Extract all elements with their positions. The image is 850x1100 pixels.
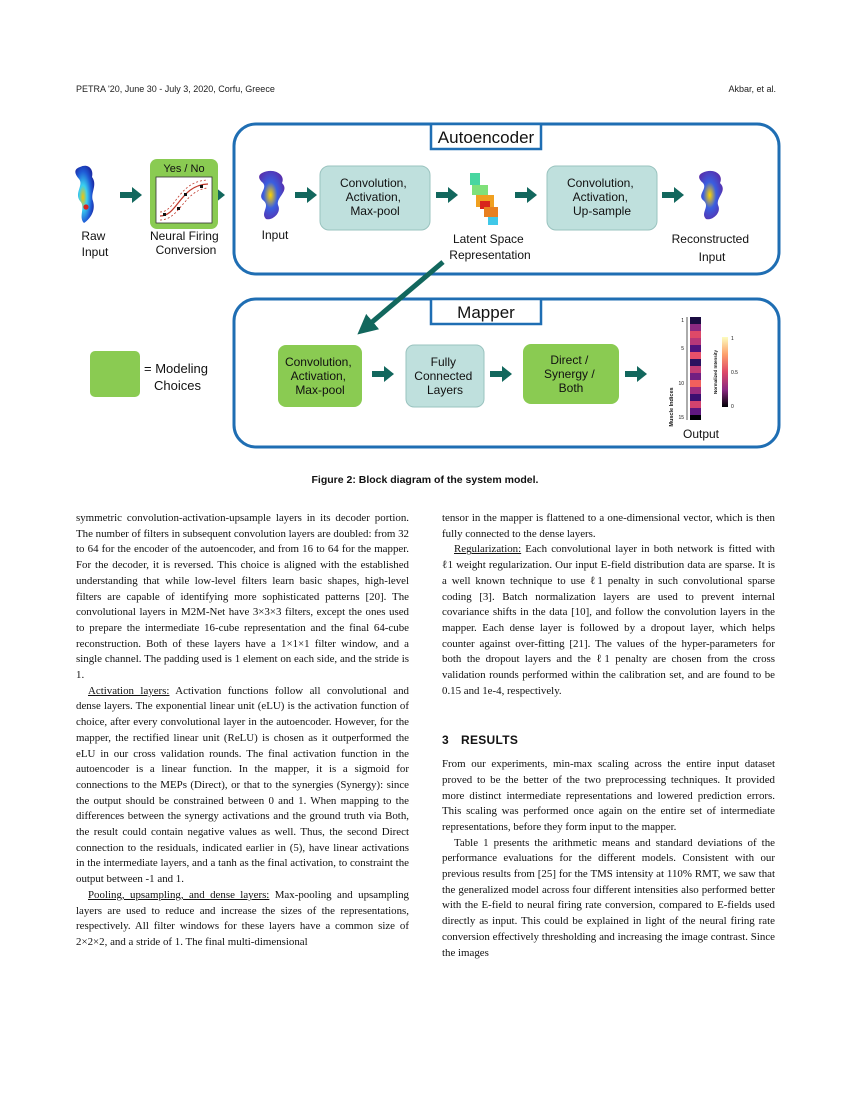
section-title: RESULTS — [460, 733, 519, 748]
colorbar — [722, 337, 728, 407]
pooling-text: Max-pooling and upsampling layers are us… — [76, 888, 409, 948]
colorbar-tick-0: 0 — [731, 404, 734, 410]
regularization-heading: Regularization: — [454, 543, 522, 556]
mapper-title: Mapper — [457, 303, 515, 322]
conversion-line2: Conversion — [156, 243, 217, 257]
arrow-input-to-encoder — [295, 187, 317, 203]
results-paragraph-1: From our experiments, min-max scaling ac… — [442, 758, 775, 833]
arrows-mapper — [372, 366, 647, 382]
arrow-raw-to-conversion — [120, 187, 142, 203]
reconstructed-label: Reconstructed Input — [672, 232, 753, 264]
activation-text: Activation functions follow all convolut… — [76, 684, 409, 886]
heatmap-tick-1: 1 — [681, 318, 684, 324]
decoder-label: Convolution, Activation, Up-sample — [567, 176, 637, 218]
arrow-encoder-to-latent — [436, 187, 458, 203]
mapper-conv-line1: Convolution, — [285, 355, 352, 369]
fully-connected-line1: Fully — [431, 355, 456, 369]
arrow-direct-to-output — [625, 366, 647, 382]
regularization-paragraph: Regularization: Each convolutional layer… — [442, 542, 775, 699]
raw-input-line2: Input — [82, 245, 109, 259]
mapper-conv-label: Convolution, Activation, Max-pool — [285, 355, 355, 397]
latent-line1: Latent Space — [453, 232, 524, 246]
modeling-choices-label: = Modeling Choices — [144, 361, 212, 393]
output-label: Output — [683, 427, 720, 441]
direct-line3: Both — [559, 381, 584, 395]
sigmoid-plot-icon — [155, 176, 213, 224]
fully-connected-line3: Layers — [427, 383, 463, 397]
direct-line1: Direct / — [550, 353, 589, 367]
arrow-decoder-to-reconstructed — [662, 187, 684, 203]
fully-connected-label: Fully Connected Layers — [414, 355, 475, 397]
direct-synergy-both-block — [523, 344, 619, 404]
colorbar-tick-1: 1 — [731, 336, 734, 342]
decoder-block — [546, 165, 658, 231]
encoder-line1: Convolution, — [340, 176, 407, 190]
activation-heading: Activation layers: — [88, 684, 170, 697]
autoencoder-title-box — [429, 122, 543, 151]
mapper-conv-line3: Max-pool — [295, 383, 344, 397]
mapper-conv-line2: Activation, — [291, 369, 346, 383]
modeling-choices-line2: Choices — [154, 378, 201, 393]
latent-line2: Representation — [449, 248, 530, 262]
colorbar-label: Normalized Intensity — [713, 350, 718, 395]
fully-connected-block — [405, 344, 485, 408]
decoder-line1: Convolution, — [567, 176, 634, 190]
encoder-block — [319, 165, 431, 231]
autoencoder-title: Autoencoder — [438, 128, 535, 147]
results-paragraph-2: Table 1 presents the arithmetic means an… — [442, 836, 775, 959]
yes-no-label: Yes / No — [163, 163, 204, 175]
modeling-choices-line1: = Modeling — [144, 361, 208, 376]
page-header: PETRA '20, June 30 - July 3, 2020, Corfu… — [76, 84, 776, 98]
conference-header: PETRA '20, June 30 - July 3, 2020, Corfu… — [76, 84, 275, 94]
conversion-line1: Neural Firing — [150, 229, 219, 243]
decoder-line2: Activation, — [573, 190, 628, 204]
system-block-diagram: Autoencoder Mapper Raw Input Yes / No Ne… — [75, 122, 781, 449]
right-column: tensor in the mapper is flattened to a o… — [442, 511, 775, 961]
latent-label: Latent Space Representation — [449, 232, 530, 262]
raw-input-line1: Raw — [81, 229, 105, 243]
regularization-text: Each convolutional layer in both network… — [442, 543, 775, 697]
arrow-conv-to-fc — [372, 366, 394, 382]
encoder-line2: Activation, — [346, 190, 401, 204]
right-paragraph-1: tensor in the mapper is flattened to a o… — [442, 512, 775, 540]
heatmap-tick-15: 15 — [678, 415, 684, 421]
modeling-choice-legend-swatch — [90, 351, 140, 397]
section-number: 3 — [442, 733, 449, 748]
mapper-title-box — [429, 297, 543, 326]
latent-to-mapper-arrow — [357, 260, 445, 335]
encoder-line3: Max-pool — [350, 204, 399, 218]
decoder-line3: Up-sample — [573, 204, 631, 218]
activation-paragraph: Activation layers: Activation functions … — [76, 684, 409, 888]
pooling-paragraph: Pooling, upsampling, and dense layers: M… — [76, 888, 409, 951]
raw-input-label: Raw Input — [81, 229, 109, 259]
raw-input-image — [75, 165, 95, 223]
reconstructed-input-image — [699, 170, 723, 220]
mapper-conv-block — [278, 345, 362, 407]
heatmap-ylabel: Muscle Indices — [669, 387, 675, 426]
latent-space-image — [470, 173, 498, 225]
encoder-label: Convolution, Activation, Max-pool — [340, 176, 410, 218]
figure-caption: Figure 2: Block diagram of the system mo… — [311, 474, 539, 486]
direct-synergy-both-label: Direct / Synergy / Both — [544, 353, 598, 395]
heatmap-tick-10: 10 — [678, 381, 684, 387]
input-label: Input — [262, 228, 289, 242]
output-heatmap: Muscle Indices 1 5 10 15 Normalized Inte… — [669, 317, 738, 427]
colorbar-tick-05: 0.5 — [731, 370, 738, 376]
pooling-heading: Pooling, upsampling, and dense layers: — [88, 888, 270, 901]
author-header: Akbar, et al. — [728, 84, 776, 94]
results-section-heading: 3 RESULTS — [442, 733, 775, 749]
conversion-label: Neural Firing Conversion — [150, 229, 222, 257]
reconstructed-line2: Input — [699, 250, 726, 264]
arrow-latent-to-decoder — [515, 187, 537, 203]
arrow-fc-to-direct — [490, 366, 512, 382]
heatmap-tick-5: 5 — [681, 346, 684, 352]
left-column: symmetric convolution-activation-upsampl… — [76, 511, 409, 951]
reconstructed-line1: Reconstructed — [672, 232, 749, 246]
fully-connected-line2: Connected — [414, 369, 472, 383]
left-paragraph-1: symmetric convolution-activation-upsampl… — [76, 512, 409, 682]
input-image — [259, 170, 285, 220]
direct-line2: Synergy / — [544, 367, 595, 381]
